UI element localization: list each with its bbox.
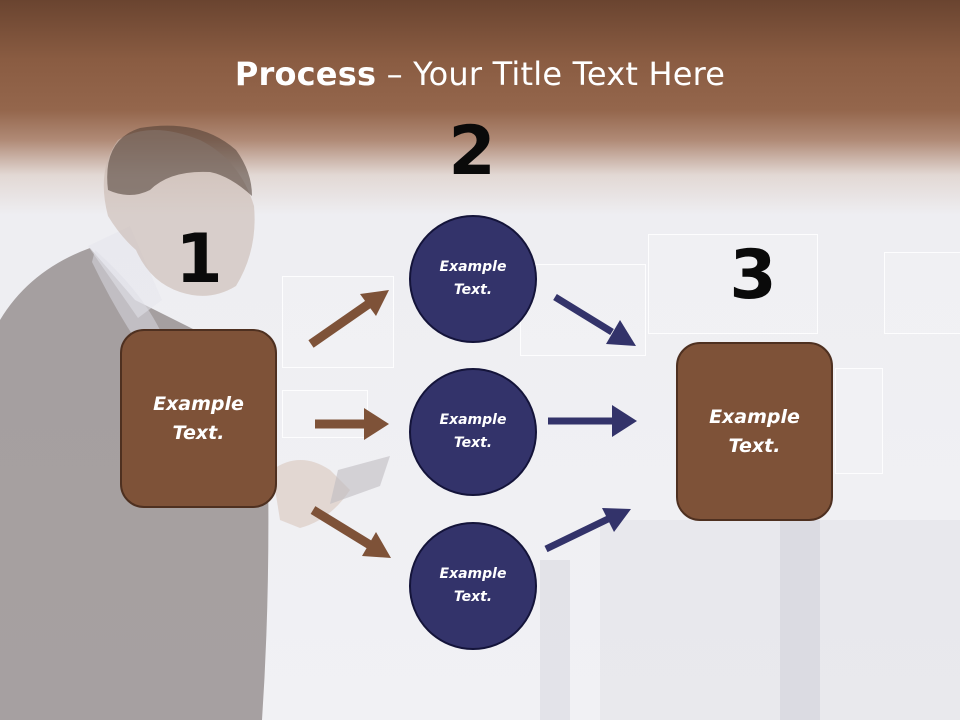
start-box-text: Example Text. [153,392,244,444]
background-window-pillar [540,560,570,720]
middle-top-circle[interactable]: Example Text. [409,215,537,343]
title-rest-text: – Your Title Text Here [376,55,726,93]
arrow-start-to-top [308,290,389,348]
background-chart-panel [282,390,368,438]
background-chart-panel [835,368,883,474]
middle-top-circle-text: Example Text. [439,259,507,298]
arrow-center-to-end [548,405,637,437]
title-bold-text: Process [234,55,377,93]
middle-bottom-circle[interactable]: Example Text. [409,522,537,650]
step-number-1: 1 [175,220,223,299]
slide-title: Process – Your Title Text Here [0,52,960,96]
step-number-3: 3 [729,236,777,315]
arrow-start-to-bottom [310,506,391,558]
arrow-top-to-end [553,294,636,346]
background-window-pillar [780,520,820,720]
end-box-text: Example Text. [709,405,800,457]
step-number-2: 2 [448,112,496,191]
arrow-start-to-center [315,408,389,440]
arrow-bottom-to-end [544,508,631,553]
middle-center-circle-text: Example Text. [439,412,507,451]
background-chart-panel [884,252,960,334]
start-box[interactable]: Example Text. [120,329,277,508]
end-box[interactable]: Example Text. [676,342,833,521]
middle-bottom-circle-text: Example Text. [439,566,507,605]
middle-center-circle[interactable]: Example Text. [409,368,537,496]
background-chart-panel [648,234,818,334]
